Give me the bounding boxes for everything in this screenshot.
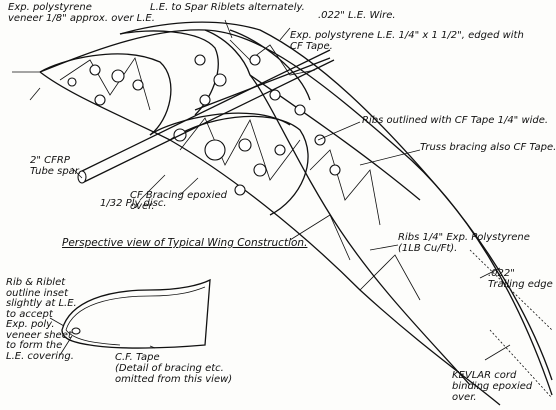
wing-ribs xyxy=(39,29,311,216)
leader-lines xyxy=(12,19,511,361)
rib-riblet-line-8: L.E. covering. xyxy=(6,350,74,362)
rib-riblet-label: Rib & Riblet outline inset slightly at L… xyxy=(6,277,77,362)
te-wire-line-2: Trailing edge wire. xyxy=(488,279,556,290)
ribs-exp-line-2: (1LB Cu/Ft). xyxy=(398,243,458,254)
leading-edge-section-detail xyxy=(49,278,211,356)
cf-tape-line-2: (Detail of bracing etc. xyxy=(115,363,224,374)
kevlar-label: KEVLAR cord binding epoxied over. xyxy=(452,370,532,403)
truss-label: Truss bracing also CF Tape. xyxy=(420,142,556,153)
le-polystyrene-line-2: CF Tape. xyxy=(290,41,333,52)
te-wire-label: .022" Trailing edge wire. xyxy=(488,268,556,290)
ribs-exp-label: Ribs 1/4" Exp. Polystyrene (1LB Cu/Ft). xyxy=(398,232,530,254)
cf-bracing-line-2: over. xyxy=(130,201,155,212)
veneer-label: Exp. polystyrene veneer 1/8" approx. ove… xyxy=(8,2,155,24)
diagram-caption: Perspective view of Typical Wing Constru… xyxy=(62,237,308,249)
le-polystyrene-label: Exp. polystyrene L.E. 1/4" x 1 1/2", edg… xyxy=(290,30,524,52)
veneer-line-1: Exp. polystyrene xyxy=(8,2,92,13)
truss-bracing xyxy=(59,39,421,301)
te-wire-line-1: .022" xyxy=(488,268,515,279)
le-to-spar-label: L.E. to Spar Riblets alternately. xyxy=(150,2,305,13)
cfrp-line-1: 2" CFRP xyxy=(30,155,70,166)
cf-bracing-label: CF Bracing epoxied over. xyxy=(130,190,227,212)
ply-disc-label: 1/32 Ply disc. xyxy=(100,198,167,209)
rib-riblet-line-1: Rib & Riblet xyxy=(6,277,66,288)
cfrp-line-2: Tube spar. xyxy=(30,166,82,177)
cfrp-tube-spars xyxy=(77,49,335,184)
le-wire-label: .022" L.E. Wire. xyxy=(318,10,396,21)
kevlar-line-3: over. xyxy=(452,392,477,403)
le-polystyrene-line-1: Exp. polystyrene L.E. 1/4" x 1 1/2", edg… xyxy=(290,30,524,41)
rib-riblet-line-3: slightly at L.E. xyxy=(6,298,77,309)
trailing-edge-binding xyxy=(469,249,553,399)
rib-riblet-line-6: veneer sheet xyxy=(6,329,72,341)
rib-riblet-line-4: to accept xyxy=(6,308,53,320)
rib-riblet-line-7: to form the xyxy=(6,340,63,351)
rib-riblet-line-5: Exp. poly. xyxy=(6,319,55,330)
lightening-holes xyxy=(67,54,341,196)
ribs-outlined-label: Ribs outlined with CF Tape 1/4" wide. xyxy=(362,115,549,126)
rib-riblet-line-2: outline inset xyxy=(6,287,69,299)
cf-tape-line-3: omitted from this view) xyxy=(115,374,233,385)
wing-outline xyxy=(39,21,553,406)
ribs-exp-line-1: Ribs 1/4" Exp. Polystyrene xyxy=(398,232,530,243)
kevlar-line-1: KEVLAR cord xyxy=(452,370,517,381)
kevlar-line-2: binding epoxied xyxy=(452,381,533,392)
cf-tape-line-1: C.F. Tape xyxy=(115,352,160,363)
cf-bracing-line-1: CF Bracing epoxied xyxy=(130,190,227,201)
cf-tape-label: C.F. Tape (Detail of bracing etc. omitte… xyxy=(115,352,232,385)
veneer-line-2: veneer 1/8" approx. over L.E. xyxy=(8,13,155,24)
cfrp-label: 2" CFRP Tube spar. xyxy=(30,155,81,177)
